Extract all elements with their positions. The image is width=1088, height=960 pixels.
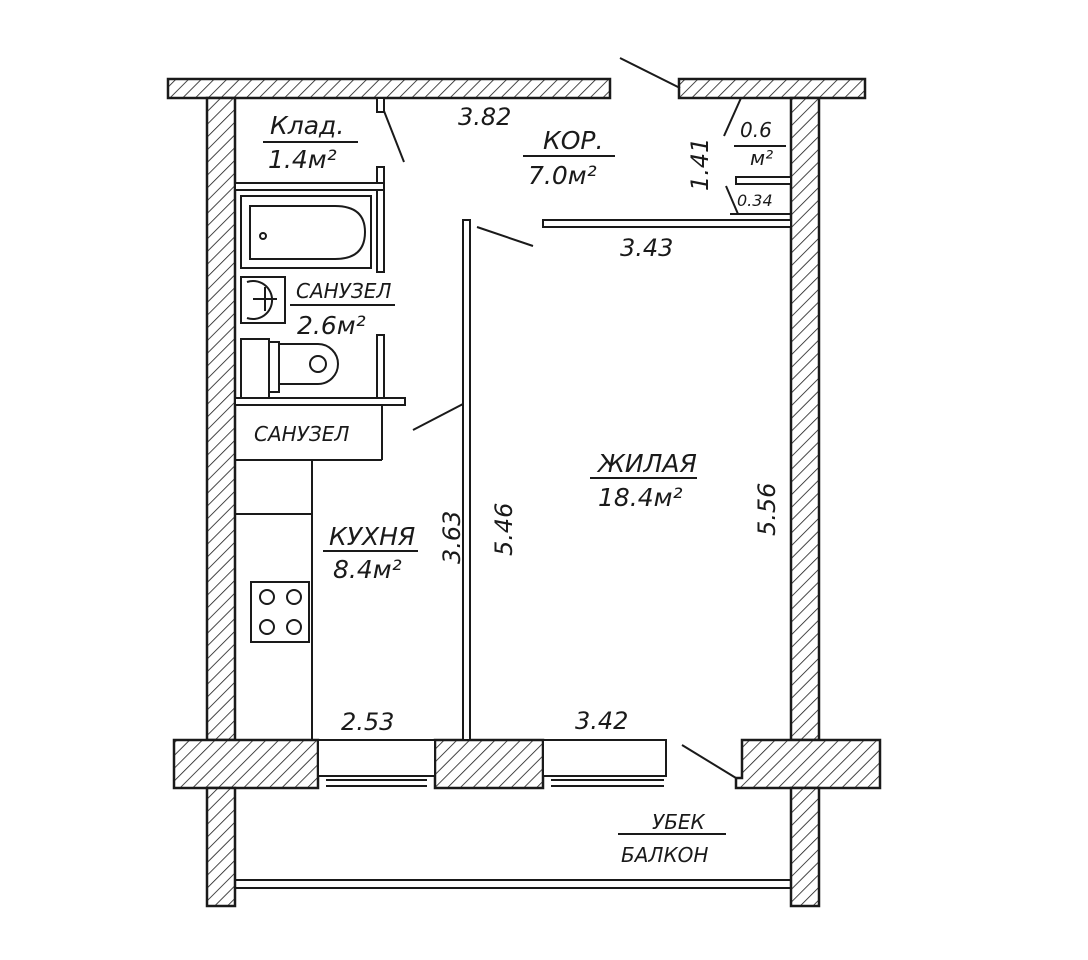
bathroom-name: САНУЗЕЛ [296, 279, 391, 303]
toilet [240, 338, 339, 399]
exterior-walls [166, 77, 882, 908]
right-wall [789, 96, 821, 742]
kitchen-name: КУХНЯ [329, 522, 415, 551]
dim-kitchen-height: 3.63 [438, 511, 466, 564]
balcony-left-wall [205, 786, 237, 908]
top-wall-right [677, 77, 867, 100]
corridor-area: 7.0м² [528, 161, 597, 190]
balcony-name: БАЛКОН [621, 843, 708, 867]
storage-area: 1.4м² [268, 145, 337, 174]
living-name: ЖИЛАЯ [596, 449, 697, 478]
left-wall [205, 96, 237, 742]
dim-living-bottom: 3.42 [575, 707, 628, 735]
label-underlines [263, 141, 786, 835]
kitchen-area: 8.4м² [333, 555, 402, 584]
living-window [542, 739, 667, 777]
corridor-name: КОР. [543, 126, 603, 155]
balcony-rail [235, 879, 791, 889]
dim-top-width: 3.82 [458, 103, 511, 131]
kitchen-window [317, 739, 436, 777]
bathroom-area: 2.6м² [297, 311, 366, 340]
storage-name: Клад. [270, 111, 344, 140]
dim-living-top: 3.43 [620, 234, 673, 262]
closet-area-unit: м² [750, 146, 773, 170]
bathtub [240, 195, 372, 269]
dim-closet-height: 1.41 [686, 138, 714, 191]
bottom-wall-left [172, 738, 320, 790]
toilet-name: САНУЗЕЛ [254, 422, 349, 446]
living-area: 18.4м² [598, 483, 683, 512]
top-wall-left [166, 77, 612, 100]
dim-closet-width: 0.34 [737, 191, 773, 210]
dim-kitchen-width: 2.53 [341, 708, 394, 736]
partitions [234, 97, 792, 741]
bottom-wall-middle [433, 738, 545, 790]
door-swings [383, 57, 742, 779]
kitchen-counter [235, 460, 313, 740]
bottom-wall-right [734, 738, 882, 790]
dim-living-height: 5.56 [753, 483, 781, 536]
closet-area-value: 0.6 [740, 118, 772, 142]
dim-partition-length: 5.46 [490, 503, 518, 556]
windows [317, 739, 667, 787]
balcony-name-top: УБЕК [652, 810, 706, 834]
sink [240, 276, 286, 324]
balcony-right-wall [789, 786, 821, 908]
